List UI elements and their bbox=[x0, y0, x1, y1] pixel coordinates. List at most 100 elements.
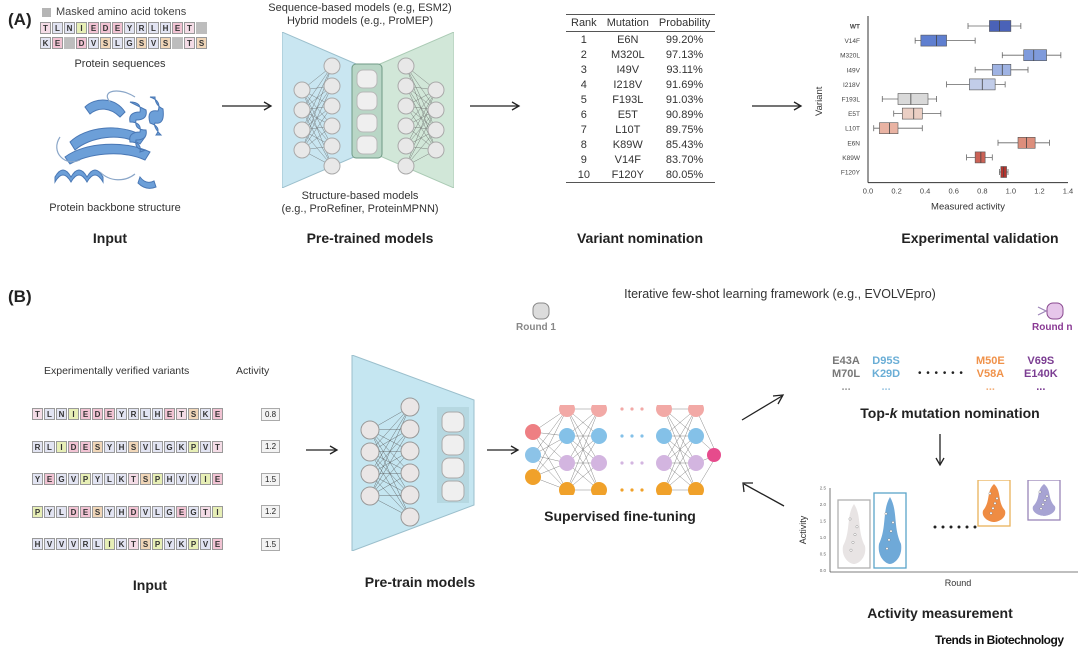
hidden-node bbox=[559, 405, 575, 417]
y-tick-label: I49V bbox=[847, 67, 861, 74]
ellipsis-dot bbox=[620, 488, 624, 492]
amino-acid-token: I bbox=[104, 538, 115, 551]
probability-cell: 97.13% bbox=[665, 48, 704, 61]
activity-value: 0.8 bbox=[261, 407, 281, 421]
ellipsis-dot bbox=[965, 525, 969, 529]
box bbox=[901, 107, 923, 120]
ellipsis-dot bbox=[630, 407, 634, 411]
network-node bbox=[293, 141, 311, 159]
y-tick-label: 0.5 bbox=[820, 552, 827, 557]
amino-acid-token: E bbox=[164, 408, 175, 421]
more-dots: ... bbox=[841, 381, 851, 393]
probability-cell: 89.75% bbox=[665, 123, 704, 136]
data-point bbox=[884, 512, 888, 516]
mutation: K29D bbox=[872, 368, 901, 380]
amino-acid-token: N bbox=[64, 22, 75, 34]
x-tick-label: 1.4 bbox=[1063, 187, 1073, 196]
y-tick-label: WT bbox=[850, 24, 860, 31]
round-frame bbox=[873, 492, 907, 569]
violin-round-n bbox=[1027, 480, 1061, 521]
amino-acid-token: K bbox=[176, 440, 187, 453]
network-node bbox=[400, 463, 420, 483]
amino-acid-token: Y bbox=[124, 22, 135, 34]
model-bottom-line1: Structure-based models bbox=[301, 190, 419, 202]
x-tick-label: 0.8 bbox=[977, 187, 987, 196]
amino-acid-token: G bbox=[164, 440, 175, 453]
mutation: D95S bbox=[872, 355, 900, 367]
arrow-right-icon bbox=[470, 101, 521, 111]
amino-acid-token: K bbox=[40, 37, 51, 49]
arrow-up-right-icon bbox=[741, 394, 785, 421]
x-tick-label: 0.0 bbox=[863, 187, 873, 196]
ellipsis-dot bbox=[973, 525, 977, 529]
amino-acid-token: G bbox=[188, 505, 199, 518]
y-tick-label: L10T bbox=[845, 126, 860, 133]
ellipsis-dot bbox=[630, 434, 634, 438]
input-node bbox=[525, 424, 541, 440]
activity-value: 1.5 bbox=[261, 472, 281, 486]
box bbox=[920, 34, 947, 47]
y-tick-label: E5T bbox=[848, 111, 860, 118]
ellipsis-dot bbox=[640, 488, 644, 492]
activity-title: Activity measurement bbox=[867, 605, 1013, 621]
ellipsis-dot bbox=[949, 525, 953, 529]
data-point bbox=[995, 497, 999, 500]
probability-cell: 91.03% bbox=[665, 93, 704, 106]
journal-name: Trends in Biotechnology bbox=[935, 633, 1064, 647]
activity-value: 1.2 bbox=[261, 505, 281, 519]
network-node bbox=[360, 420, 380, 440]
network-node bbox=[427, 81, 445, 99]
data-point bbox=[885, 547, 889, 550]
box-I218V bbox=[946, 78, 1006, 91]
ellipsis-dot bbox=[620, 461, 624, 465]
masked-token bbox=[196, 22, 207, 34]
amino-acid-token: N bbox=[56, 408, 67, 421]
mutation-cell: V14F bbox=[614, 153, 641, 166]
mutation: M70L bbox=[832, 368, 861, 380]
data-point bbox=[1038, 490, 1042, 494]
output-node bbox=[707, 448, 721, 462]
amino-acid-token: Y bbox=[104, 505, 115, 518]
rank-cell: 6 bbox=[580, 108, 587, 121]
more-dots: ... bbox=[985, 381, 995, 393]
mutation: E43A bbox=[832, 355, 860, 367]
network-node bbox=[323, 57, 341, 75]
data-point bbox=[891, 521, 895, 524]
box bbox=[991, 63, 1012, 76]
amino-acid-token: D bbox=[76, 37, 87, 49]
amino-acid-token: L bbox=[92, 538, 103, 551]
amino-acid-token: H bbox=[152, 408, 163, 421]
amino-acid-token: V bbox=[188, 473, 199, 486]
mutation-cell: I49V bbox=[616, 63, 640, 76]
data-point bbox=[991, 506, 995, 510]
amino-acid-token: V bbox=[56, 538, 67, 551]
box-V14F bbox=[914, 34, 976, 47]
activity-header: Activity bbox=[236, 365, 270, 377]
amino-acid-token: S bbox=[136, 37, 147, 49]
amino-acid-token: S bbox=[92, 505, 103, 518]
violin-round-2 bbox=[873, 492, 907, 569]
amino-acid-token: R bbox=[32, 440, 43, 453]
box bbox=[1023, 49, 1047, 62]
more-dots: ... bbox=[881, 381, 891, 393]
network-node bbox=[397, 157, 415, 175]
amino-acid-token: L bbox=[152, 505, 163, 518]
amino-acid-token: D bbox=[128, 505, 139, 518]
data-point bbox=[855, 525, 859, 529]
amino-acid-token: L bbox=[112, 37, 123, 49]
round-n-label: Round n bbox=[1032, 322, 1073, 333]
amino-acid-token: L bbox=[148, 22, 159, 34]
network-node bbox=[323, 157, 341, 175]
amino-acid-token: V bbox=[200, 538, 211, 551]
